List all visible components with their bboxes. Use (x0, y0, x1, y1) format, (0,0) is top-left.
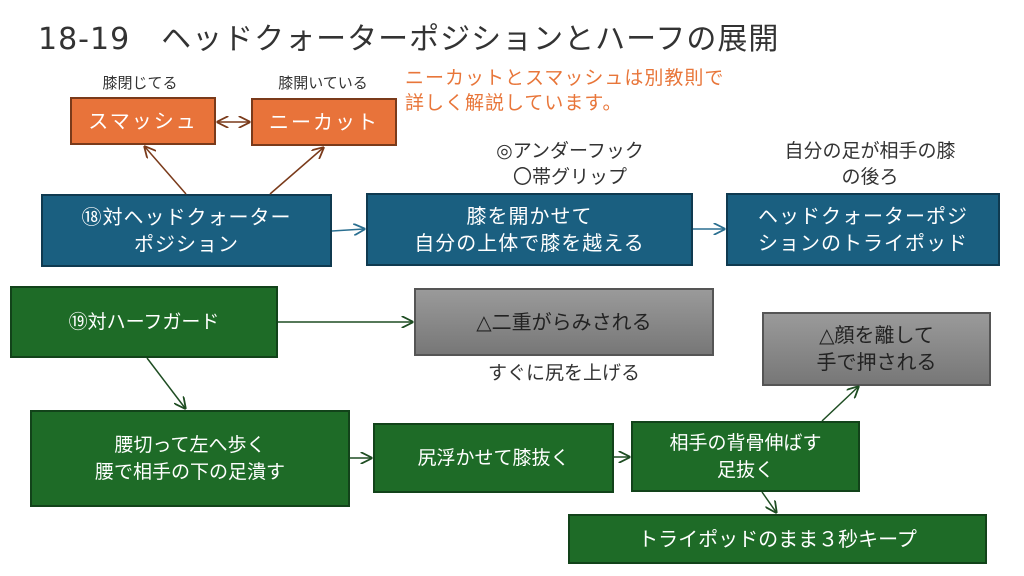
arrow-spine-to-tripod-keep (761, 491, 776, 512)
box-double-lock[interactable]: △二重がらみされる (414, 288, 714, 356)
label-grip-2: 〇帯グリップ (512, 166, 627, 188)
page-title: 18-19 ヘッドクォーターポジションとハーフの展開 (38, 22, 780, 57)
arrow-half-to-hip-walk (146, 357, 185, 408)
box-spine[interactable]: 相手の背骨伸ばす 足抜く (631, 421, 860, 492)
note-line-2: 詳しく解説しています。 (405, 92, 623, 114)
label-grip-1: ◎アンダーフック (496, 140, 644, 162)
box-smash[interactable]: スマッシュ (70, 97, 216, 145)
label-foot-2: の後ろ (841, 166, 899, 188)
arrow-spine-to-face-push (821, 387, 858, 422)
note-line-1: ニーカットとスマッシュは別教則で (405, 67, 725, 89)
arrow-hq-to-kneecut (269, 148, 323, 195)
box-hip-float[interactable]: 尻浮かせて膝抜く (373, 423, 614, 493)
label-knee-closed: 膝閉じてる (102, 74, 178, 92)
label-knee-open: 膝開いている (278, 74, 368, 92)
box-half-guard[interactable]: ⑲対ハーフガード (10, 286, 278, 358)
arrow-hq-to-smash (145, 147, 187, 195)
box-hip-walk[interactable]: 腰切って左へ歩く 腰で相手の下の足潰す (30, 410, 350, 507)
box-tripod-keep[interactable]: トライポッドのまま３秒キープ (568, 514, 987, 564)
box-face-push[interactable]: △顔を離して 手で押される (762, 312, 991, 386)
label-hip-up: すぐに尻を上げる (487, 362, 640, 384)
box-kneecut[interactable]: ニーカット (251, 98, 397, 146)
label-foot-1: 自分の足が相手の膝 (784, 140, 956, 162)
box-hq-tripod[interactable]: ヘッドクォーターポジ ションのトライポッド (726, 193, 1000, 266)
arrow-hq-to-open-knee (331, 229, 364, 231)
box-open-knee[interactable]: 膝を開かせて 自分の上体で膝を越える (366, 193, 693, 266)
box-headquarter[interactable]: ⑱対ヘッドクォーター ポジション (41, 194, 332, 267)
